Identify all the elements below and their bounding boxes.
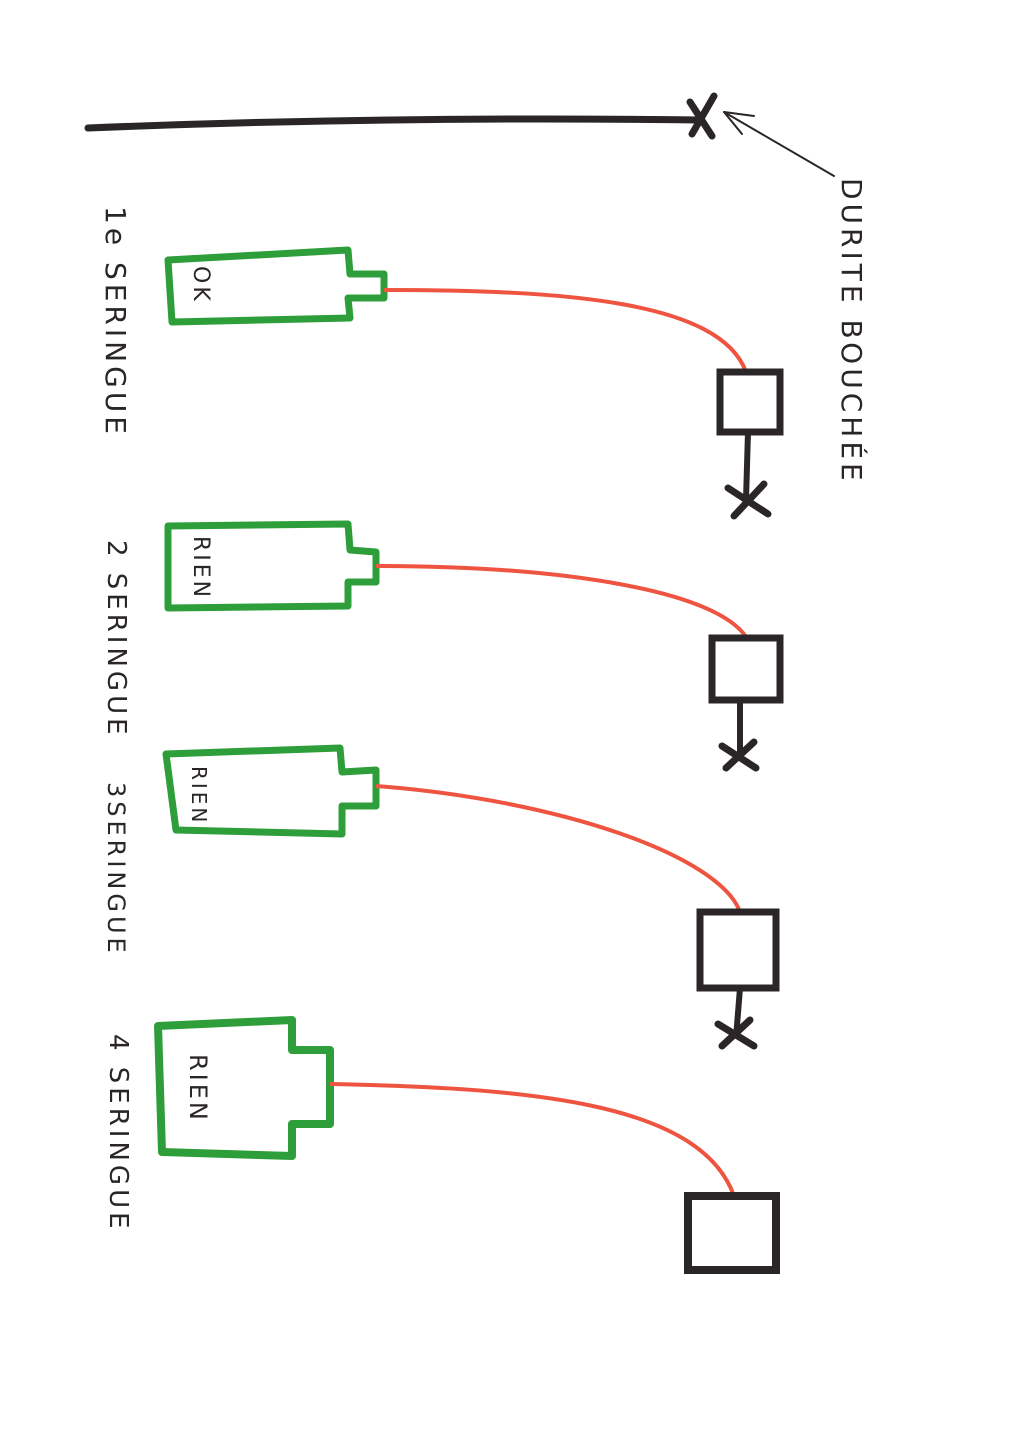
connector-stem xyxy=(743,431,751,501)
syringe-side-label: 4 SERINGUE xyxy=(103,1034,133,1233)
end-cap-x-icon xyxy=(724,480,772,520)
syringe-content-label: RIEN xyxy=(184,1054,212,1123)
arrow-icon xyxy=(723,111,835,177)
syringe-content-label: RIEN xyxy=(187,766,211,825)
syringe-body xyxy=(154,1016,334,1160)
blocked-hose: DURITE BOUCHÉE xyxy=(84,92,869,485)
syringe-side-label: 3SERINGUE xyxy=(102,782,130,957)
syringe-4: RIEN 4 SERINGUE xyxy=(103,1016,780,1274)
connector-box xyxy=(716,368,784,436)
syringe-3: RIEN 3SERINGUE xyxy=(102,744,780,1050)
tube xyxy=(383,288,748,373)
tube xyxy=(375,564,750,642)
blocked-hose-label: DURITE BOUCHÉE xyxy=(835,178,869,485)
end-cap-x-icon xyxy=(718,738,760,772)
syringe-side-label: 1e SERINGUE xyxy=(99,206,132,438)
syringe-1: OK 1e SERINGUE xyxy=(99,206,784,520)
connector-box xyxy=(696,908,780,992)
connector-box xyxy=(708,634,784,704)
syringe-content-label: OK xyxy=(188,266,213,304)
syringe-2: RIEN 2 SERINGUE xyxy=(101,520,784,772)
syringe-content-label: RIEN xyxy=(188,536,213,600)
hose-line xyxy=(84,115,704,132)
tube xyxy=(329,1082,736,1197)
connector-box xyxy=(684,1192,780,1274)
end-cap-x-icon xyxy=(714,1016,758,1050)
syringe-body xyxy=(162,744,380,838)
syringe-body xyxy=(164,246,388,326)
tube xyxy=(375,784,742,913)
blocked-x-icon xyxy=(686,92,718,140)
syringe-side-label: 2 SERINGUE xyxy=(101,540,131,739)
syringe-body xyxy=(164,520,380,612)
